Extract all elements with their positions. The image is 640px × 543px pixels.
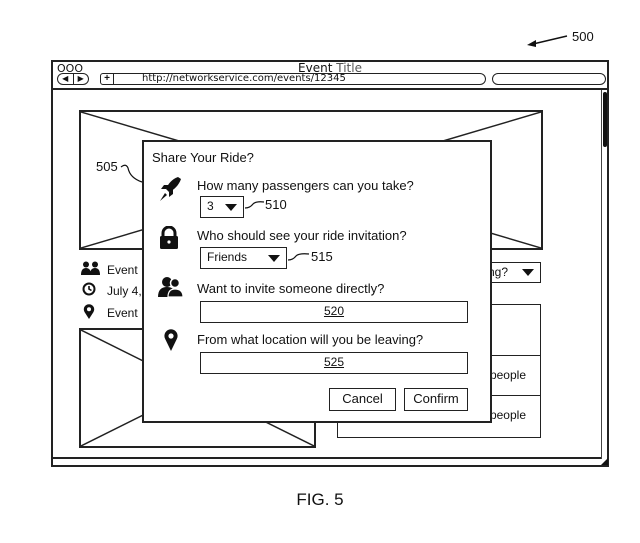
attendee-row-text: people (489, 368, 526, 382)
ref-label-515: 515 (311, 249, 333, 264)
title-bar: OOO Event Title ◀ ▶ + http://networkserv… (53, 61, 607, 90)
visibility-value: Friends (207, 250, 248, 264)
cancel-button[interactable]: Cancel (329, 388, 396, 411)
ref-leader-505 (120, 164, 143, 183)
figure-caption: FIG. 5 (296, 490, 344, 509)
vertical-scrollbar[interactable] (601, 90, 610, 459)
rocket-icon (158, 176, 182, 201)
ref-label-505: 505 (96, 159, 118, 174)
window-title-main: Event (298, 61, 333, 75)
info-row-attendees: Event (81, 261, 138, 278)
info-row-date: July 4, (81, 282, 142, 299)
back-button[interactable]: ◀ (58, 74, 74, 84)
ref-label-500: 500 (572, 29, 594, 44)
chevron-down-icon (522, 269, 534, 276)
nav-buttons: ◀ ▶ (57, 73, 89, 85)
confirm-button[interactable]: Confirm (404, 388, 468, 411)
url-bar[interactable]: http://networkservice.com/events/12345 (114, 73, 486, 85)
info-text-attendees: Event (107, 262, 138, 277)
status-bar-divider (53, 457, 601, 459)
location-pin-icon (81, 304, 97, 322)
share-ride-dialog: Share Your Ride? How many passengers can… (142, 140, 492, 423)
rsvp-select-value: ng? (488, 265, 509, 279)
window-title: Event Title (53, 61, 607, 75)
dialog-title: Share Your Ride? (152, 150, 254, 165)
ref-label-510: 510 (265, 197, 287, 212)
clock-icon (81, 282, 97, 299)
lock-icon (158, 225, 182, 250)
ref-leader-510 (244, 201, 265, 209)
attendees-icon (81, 261, 100, 278)
departure-location-input[interactable]: 525 (200, 352, 468, 374)
resize-handle[interactable] (601, 458, 608, 465)
chevron-down-icon (225, 204, 237, 211)
question-visibility: Who should see your ride invitation? (197, 228, 407, 243)
chevron-down-icon (268, 255, 280, 262)
question-invite: Want to invite someone directly? (197, 281, 385, 296)
info-text-date: July 4, (107, 283, 142, 298)
scrollbar-thumb[interactable] (603, 92, 607, 147)
add-people-icon (158, 276, 184, 300)
visibility-select[interactable]: Friends (200, 247, 287, 269)
attendee-row-text: people (489, 408, 526, 422)
ref-leader-515 (287, 253, 310, 261)
passenger-count-value: 3 (207, 199, 214, 213)
info-text-location: Event (107, 306, 138, 320)
question-location: From what location will you be leaving? (197, 332, 424, 347)
location-pin-icon (164, 329, 188, 353)
forward-button[interactable]: ▶ (77, 74, 84, 83)
invite-input[interactable]: 520 (200, 301, 468, 323)
passenger-count-select[interactable]: 3 (200, 196, 244, 218)
window-controls[interactable]: OOO (57, 62, 83, 75)
add-tab-button[interactable]: + (100, 73, 114, 85)
ref-arrow-500 (527, 35, 568, 47)
search-bar[interactable] (492, 73, 606, 85)
info-row-location: Event (81, 304, 138, 322)
question-passengers: How many passengers can you take? (197, 178, 414, 193)
window-title-secondary: Title (336, 61, 362, 75)
